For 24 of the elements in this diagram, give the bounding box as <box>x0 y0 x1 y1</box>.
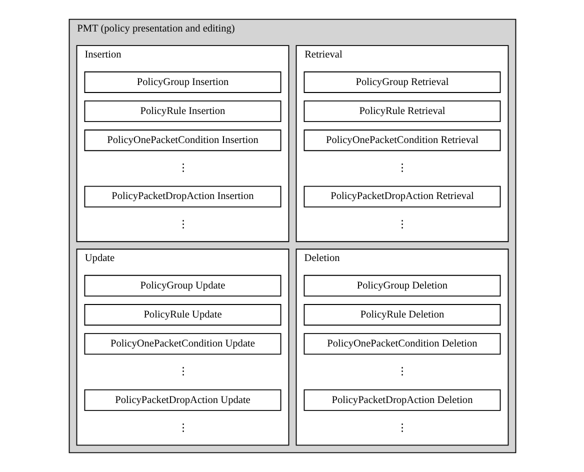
node-box: PolicyGroup Insertion <box>84 71 281 93</box>
node-box: PolicyPacketDropAction Insertion <box>84 186 281 208</box>
node-box: PolicyRule Deletion <box>303 304 500 326</box>
node-box: PolicyRule Update <box>84 304 281 326</box>
node-box: PolicyOnePacketCondition Deletion <box>303 333 500 355</box>
node-box: PolicyOnePacketCondition Update <box>84 333 281 355</box>
node-box: PolicyPacketDropAction Update <box>84 389 281 411</box>
node-box: PolicyRule Retrieval <box>303 100 500 122</box>
label: ⋮ <box>396 422 407 434</box>
label: ⋮ <box>396 163 407 174</box>
label: ⋮ <box>177 163 188 174</box>
label: ⋮ <box>396 366 407 378</box>
node-box: PolicyOnePacketCondition Insertion <box>84 130 281 152</box>
node-box: PolicyRule Insertion <box>84 100 281 122</box>
label: ⋮ <box>177 366 188 378</box>
node-box: PolicyOnePacketCondition Retrieval <box>303 130 500 152</box>
node-box: PolicyGroup Deletion <box>303 274 500 296</box>
node-box: PolicyGroup Update <box>84 274 281 296</box>
node-box: PolicyPacketDropAction Retrieval <box>303 186 500 208</box>
node-box: PolicyGroup Retrieval <box>303 71 500 93</box>
label: ⋮ <box>177 422 188 434</box>
node-box: PolicyPacketDropAction Deletion <box>303 389 500 411</box>
label: ⋮ <box>177 219 188 230</box>
label: ⋮ <box>396 219 407 230</box>
